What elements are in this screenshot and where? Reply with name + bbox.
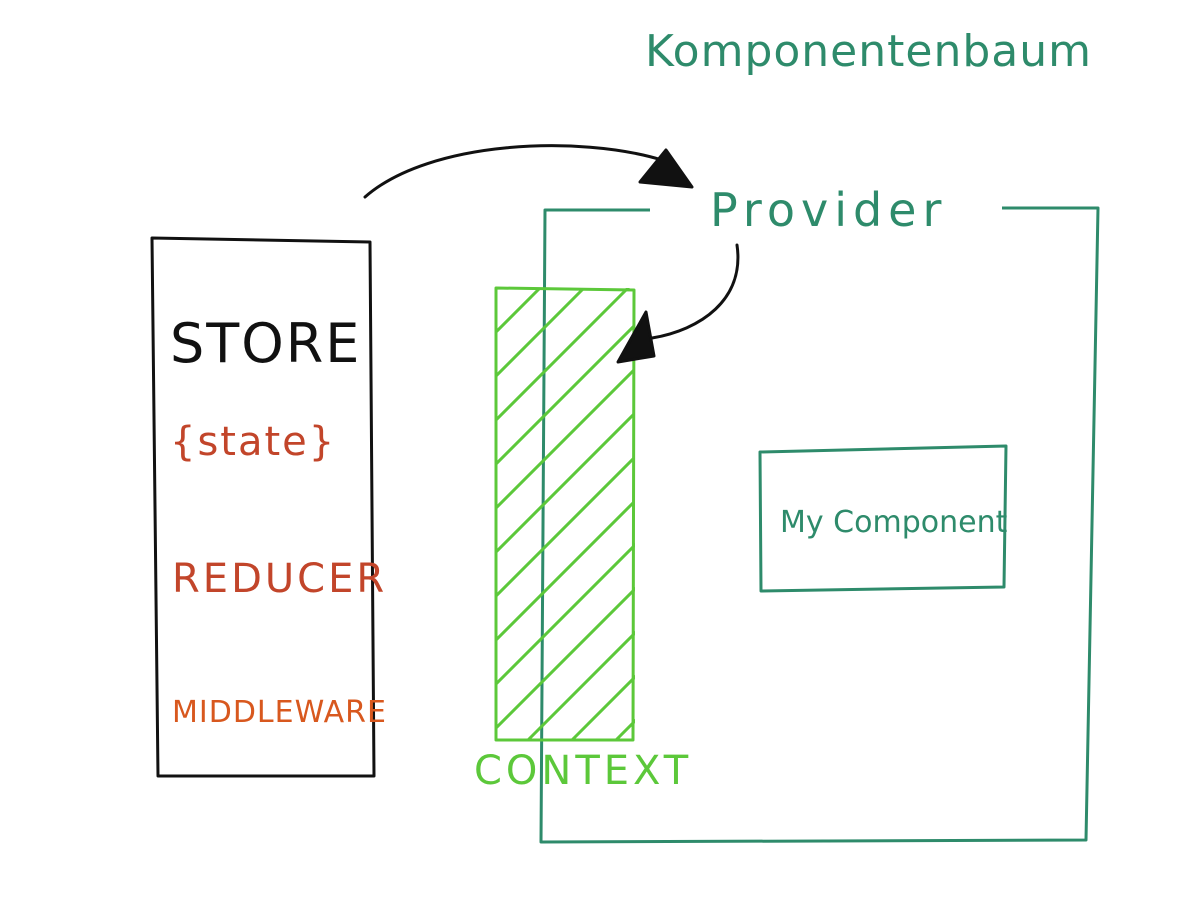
my-component-outline	[758, 444, 1008, 593]
context-outline	[494, 286, 636, 742]
context-hatch-line	[496, 498, 635, 643]
store-item-reducer: REDUCER	[172, 556, 387, 602]
component-tree-outline	[539, 206, 1100, 844]
context-hatch-line	[496, 288, 586, 379]
arrow-store-to-provider-line	[363, 144, 664, 199]
arrow-provider-to-context	[616, 243, 740, 364]
provider-label: Provider	[710, 183, 947, 237]
context-hatch-line	[496, 586, 635, 731]
arrow-provider-to-context-head	[616, 310, 656, 364]
context-hatch-line	[526, 630, 635, 740]
context-hatch-line	[496, 454, 635, 599]
context-hatch-line	[496, 322, 635, 467]
arrow-store-to-provider	[363, 144, 694, 199]
context-hatching	[496, 288, 635, 740]
context-box: CONTEXT	[474, 286, 692, 794]
store-item-middleware: MIDDLEWARE	[172, 695, 387, 730]
context-hatch-line	[496, 288, 630, 423]
context-label: CONTEXT	[474, 748, 692, 794]
arrow-store-to-provider-head	[638, 148, 694, 189]
diagram-title: Komponentenbaum	[645, 26, 1092, 77]
store-box: STORE {state} REDUCER MIDDLEWARE	[150, 236, 387, 778]
store-label: STORE	[170, 312, 361, 375]
context-hatch-line	[496, 542, 635, 687]
my-component-label: My Component	[780, 505, 1008, 540]
context-hatch-line	[496, 410, 635, 555]
store-box-outline	[150, 236, 376, 778]
component-tree-box: Provider	[539, 183, 1100, 844]
store-item-state: {state}	[170, 419, 336, 465]
my-component-box: My Component	[758, 444, 1008, 593]
arrow-provider-to-context-line	[650, 243, 740, 340]
